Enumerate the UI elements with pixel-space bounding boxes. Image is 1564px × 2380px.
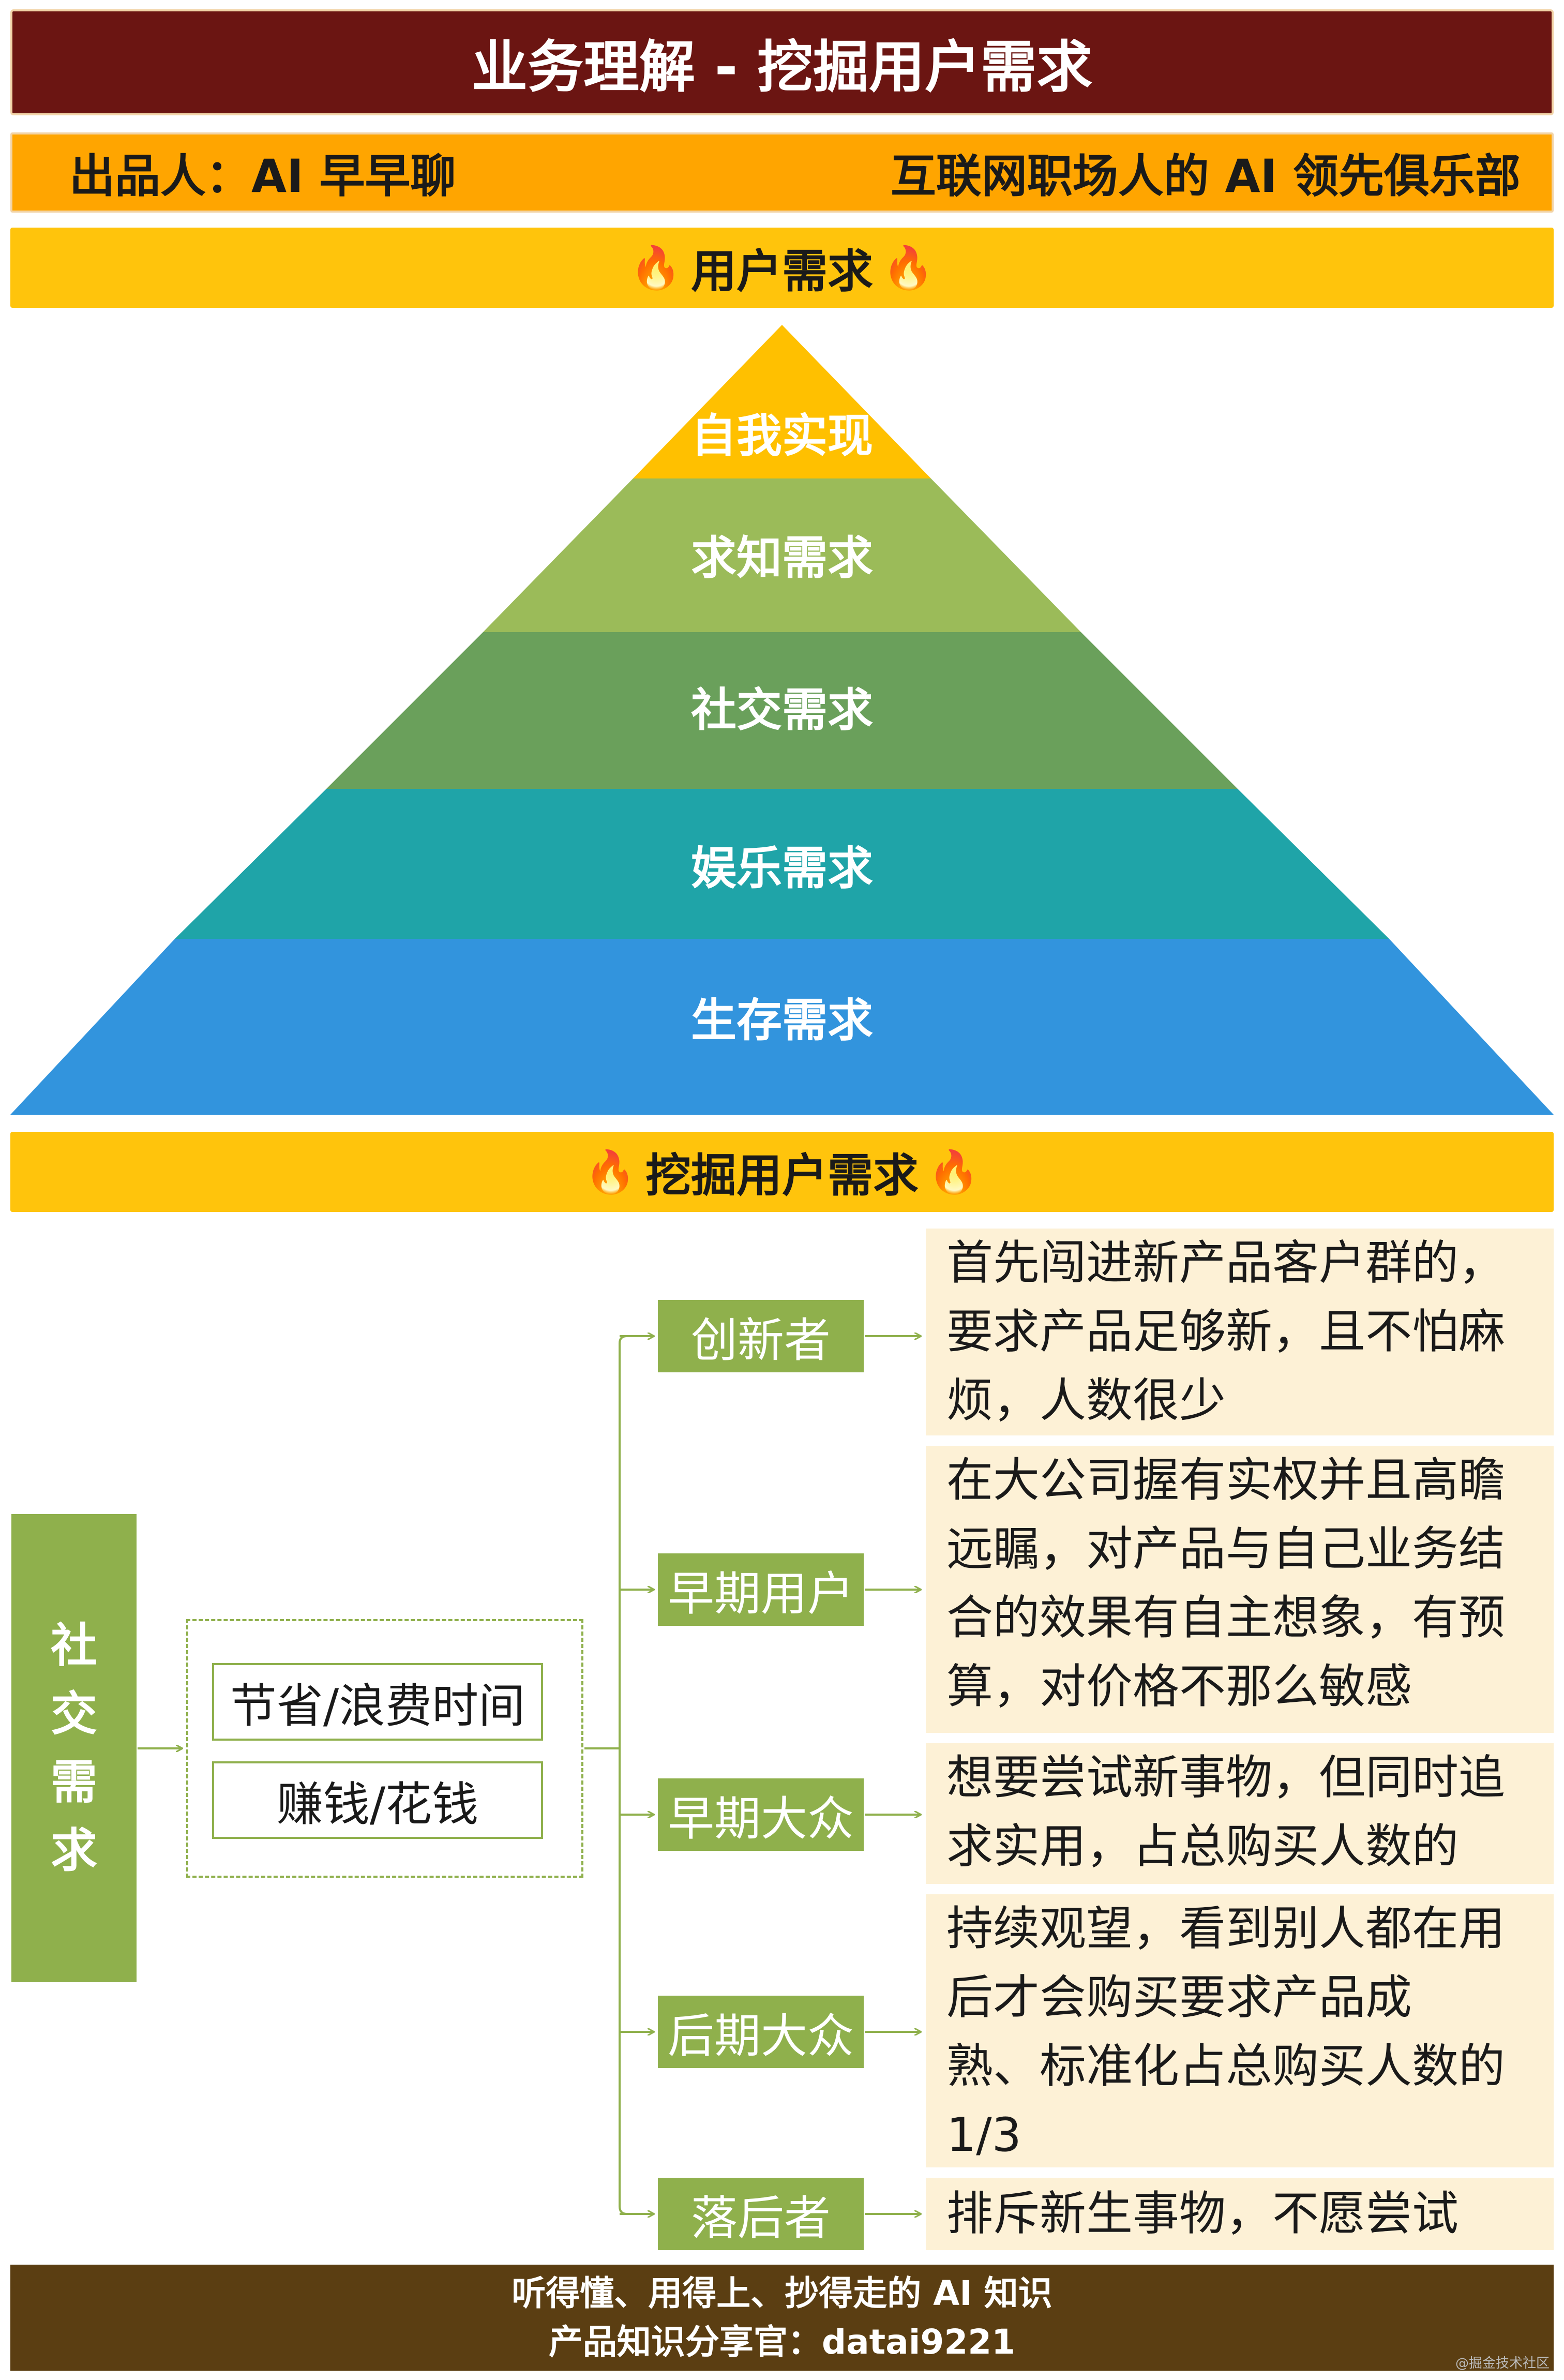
needs-pyramid xyxy=(10,325,1554,1115)
description-late-majority: 持续观望，看到别人都在用 后才会购买要求产品成 熟、标准化占总购买人数的 1/3 xyxy=(926,1894,1554,2167)
description-line: 在大公司握有实权并且高瞻 xyxy=(946,1453,1505,1507)
category-early-majority: 早期大众 xyxy=(658,1778,864,1851)
root-char: 社 xyxy=(51,1618,97,1673)
description-line: 合的效果有自主想象，有预 xyxy=(946,1591,1505,1645)
pyramid-level-entertainment xyxy=(175,789,1389,939)
description-line: 烦，人数很少 xyxy=(946,1373,1226,1428)
topic-box: 节省/浪费时间 xyxy=(212,1663,543,1741)
root-char: 求 xyxy=(51,1823,97,1878)
category-laggards: 落后者 xyxy=(658,2178,864,2250)
watermark: @掘金技术社区 xyxy=(1455,2356,1550,2371)
pyramid-level-self-actualization xyxy=(633,325,931,478)
description-line: 想要尝试新事物，但同时追 xyxy=(946,1750,1505,1805)
pyramid-level-knowledge xyxy=(483,478,1081,632)
footer: 听得懂、用得上、抄得走的 AI 知识 产品知识分享官：datai9221 xyxy=(10,2265,1554,2371)
author-label: 出品人：AI 早早聊 xyxy=(69,149,456,203)
root-char: 交 xyxy=(51,1686,97,1741)
description-line: 排斥新生事物，不愿尝试 xyxy=(946,2187,1458,2241)
page-title: 业务理解 - 挖掘用户需求 xyxy=(10,9,1554,115)
section-title: 挖掘用户需求 xyxy=(645,1149,919,1202)
root-char: 需 xyxy=(51,1755,97,1809)
topic-box: 赚钱/花钱 xyxy=(212,1761,543,1839)
pyramid-label: 生存需求 xyxy=(690,994,873,1047)
pyramid-label: 娱乐需求 xyxy=(690,842,873,895)
pyramid-label: 求知需求 xyxy=(690,531,873,585)
description-laggards: 排斥新生事物，不愿尝试 xyxy=(926,2178,1554,2250)
connector-spine xyxy=(619,1335,635,2215)
footer-tagline: 听得懂、用得上、抄得走的 AI 知识 xyxy=(512,2273,1052,2313)
description-line: 算，对价格不那么敏感 xyxy=(946,1659,1412,1714)
fire-icon: 🔥 xyxy=(882,243,934,292)
mindmap-root: 社交需求 xyxy=(11,1514,137,1982)
slogan-label: 互联网职场人的 AI 领先俱乐部 xyxy=(890,149,1521,203)
description-early-adopters: 在大公司握有实权并且高瞻 远瞩，对产品与自己业务结 合的效果有自主想象，有预 算… xyxy=(926,1446,1554,1733)
description-line: 1/3 xyxy=(946,2108,1021,2162)
fire-icon: 🔥 xyxy=(928,1147,980,1196)
description-line: 要求产品足够新，且不怕麻 xyxy=(946,1305,1505,1359)
description-line: 持续观望，看到别人都在用 xyxy=(946,1902,1505,1956)
topic-group xyxy=(186,1619,583,1878)
pyramid-level-social xyxy=(326,632,1238,789)
pyramid-label: 自我实现 xyxy=(690,409,873,462)
pyramid-label: 社交需求 xyxy=(690,683,873,737)
fire-icon: 🔥 xyxy=(584,1147,636,1196)
fire-icon: 🔥 xyxy=(630,243,682,292)
description-line: 后才会购买要求产品成 xyxy=(946,1970,1412,2025)
category-early-adopters: 早期用户 xyxy=(658,1553,864,1626)
category-late-majority: 后期大众 xyxy=(658,1996,864,2068)
description-line: 熟、标准化占总购买人数的 xyxy=(946,2039,1505,2093)
section-user-needs-header: 🔥 用户需求 🔥 xyxy=(10,228,1554,308)
section-mining-needs-header: 🔥 挖掘用户需求 🔥 xyxy=(10,1132,1554,1212)
description-innovators: 首先闯进新产品客户群的， 要求产品足够新，且不怕麻 烦，人数很少 xyxy=(926,1229,1554,1435)
pyramid-level-survival xyxy=(10,939,1554,1115)
author-bar: 出品人：AI 早早聊 互联网职场人的 AI 领先俱乐部 xyxy=(10,132,1554,213)
section-title: 用户需求 xyxy=(690,245,873,298)
description-line: 首先闯进新产品客户群的， xyxy=(946,1236,1505,1290)
category-innovators: 创新者 xyxy=(658,1300,864,1372)
footer-contact: 产品知识分享官：datai9221 xyxy=(548,2322,1016,2362)
description-line: 远瞩，对产品与自己业务结 xyxy=(946,1522,1505,1576)
